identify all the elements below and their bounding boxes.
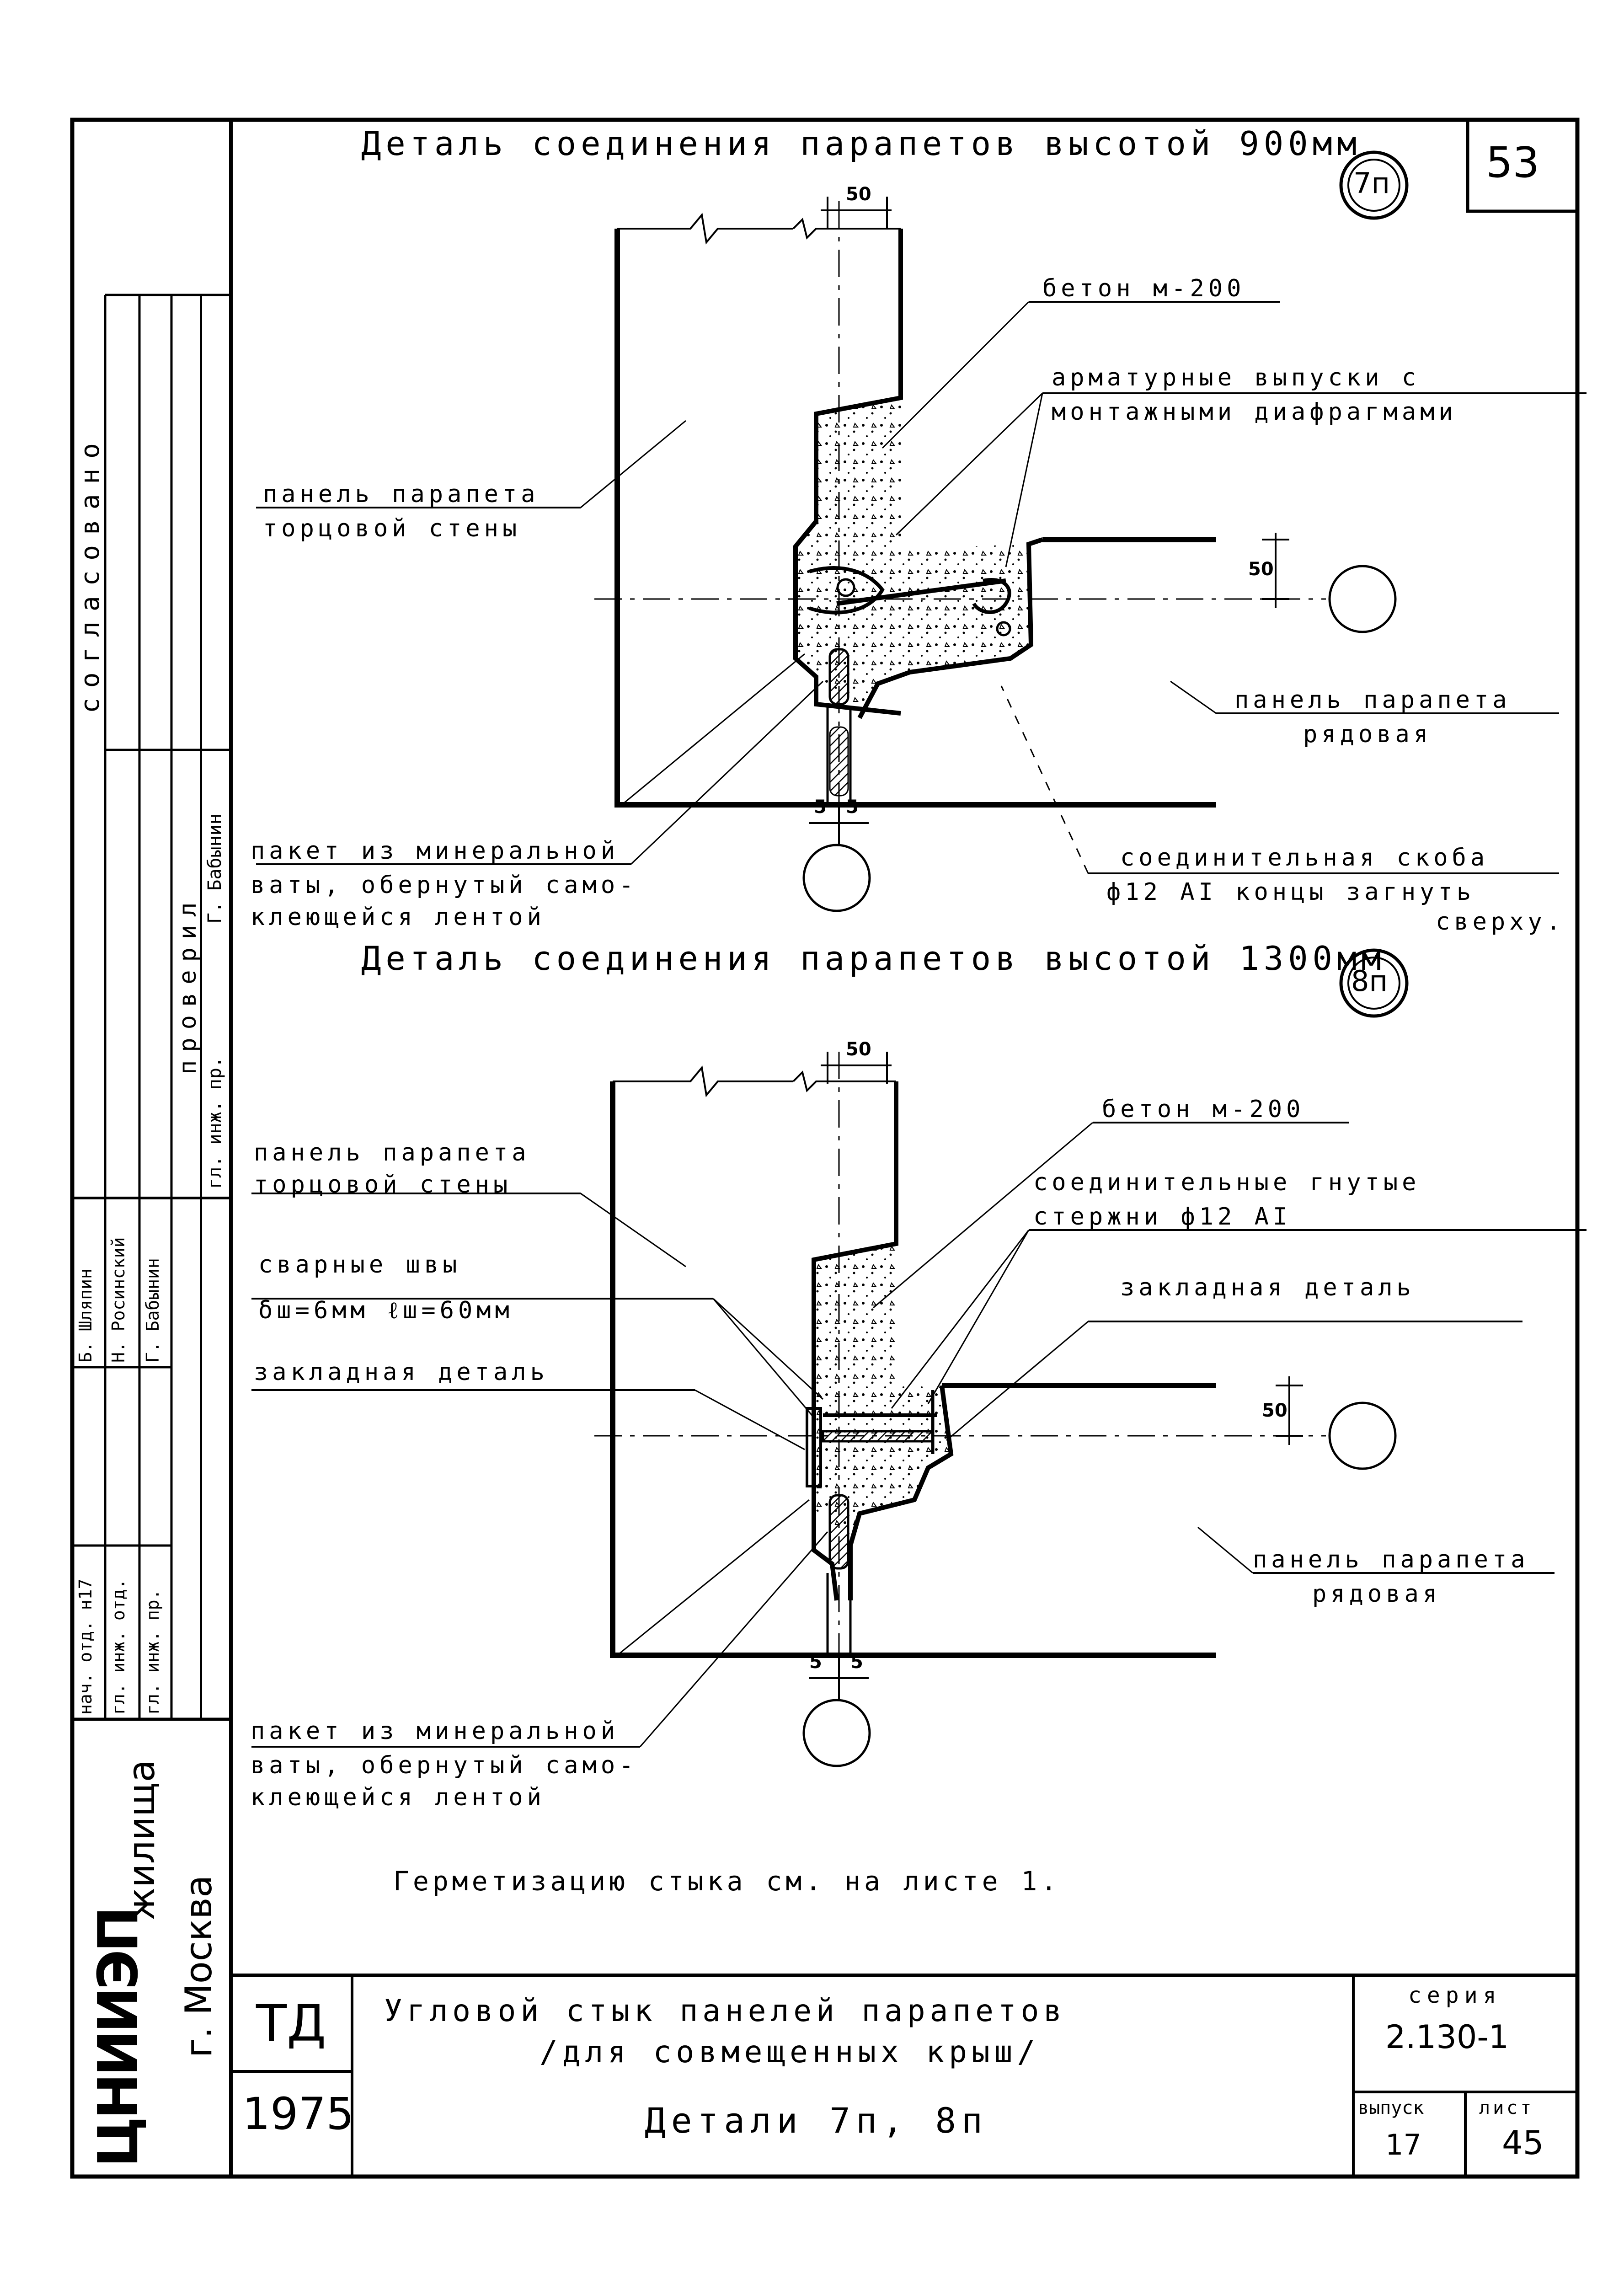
series-value: 2.130-1 bbox=[1385, 2018, 1509, 2056]
detail-8p-marker: 8п bbox=[1351, 964, 1388, 998]
title-line-3: Детали 7п, 8п bbox=[645, 2100, 988, 2141]
label-row-panel-7p-1: панель парапета bbox=[1234, 686, 1511, 714]
detail-8p-dim-width: 50 bbox=[846, 1039, 871, 1060]
stamp-checked-name: Г. Бабынин bbox=[204, 813, 225, 924]
note-sealing: Герметизацию стыка см. на листе 1. bbox=[393, 1866, 1061, 1897]
stamp-name-1: Б. Шляпин bbox=[75, 1268, 96, 1363]
title-line-2: /для совмещенных крыш/ bbox=[540, 2034, 1040, 2070]
label-welds-8p-1: сварные швы bbox=[258, 1251, 461, 1278]
label-rods-8p-2: стержни ф12 AI bbox=[1033, 1203, 1292, 1230]
label-wool-7p-2: ваты, обернутый само- bbox=[251, 872, 638, 899]
label-rods-8p-1: соединительные гнутые bbox=[1033, 1169, 1421, 1196]
label-row-panel-8p-2: рядовая bbox=[1312, 1580, 1442, 1608]
label-wool-7p-3: клеющейся лентой bbox=[251, 904, 545, 931]
detail-7p-dim-gap-right: 5 bbox=[846, 797, 859, 818]
label-end-panel-7p-2: торцовой стены bbox=[263, 515, 521, 542]
detail-7p-dim-gap-left: 5 bbox=[814, 797, 827, 818]
label-concrete-7p: бетон м-200 bbox=[1042, 275, 1245, 302]
detail-7p-dim-width: 50 bbox=[846, 184, 871, 205]
org-subject: жилища bbox=[120, 1760, 163, 1920]
label-embedded-8p-left: закладная деталь bbox=[254, 1359, 549, 1386]
label-end-panel-7p-1: панель парапета bbox=[263, 481, 540, 508]
label-wool-8p-3: клеющейся лентой bbox=[251, 1784, 545, 1811]
label-row-panel-8p-1: панель парапета bbox=[1253, 1546, 1529, 1573]
stamp-name-3: Г. Бабынин bbox=[143, 1258, 163, 1363]
label-end-panel-8p-2: торцовой стены bbox=[254, 1171, 512, 1198]
doc-code: ТД bbox=[256, 1994, 326, 2053]
label-rebar-7p-2: монтажными диафрагмами bbox=[1052, 398, 1457, 426]
label-rebar-7p-1: арматурные выпуски с bbox=[1052, 364, 1421, 391]
stamp-role-2: гл. инж. отд. bbox=[108, 1578, 128, 1715]
series-label: серия bbox=[1408, 1983, 1502, 2008]
title-line-1: Угловой стык панелей парапетов bbox=[384, 1993, 1067, 2028]
label-wool-7p-1: пакет из минеральной bbox=[251, 837, 620, 865]
issue-label: выпуск bbox=[1358, 2097, 1424, 2118]
stamp-agreed: согласовано bbox=[75, 433, 105, 713]
detail-8p-title: Деталь соединения парапетов высотой 1300… bbox=[361, 939, 1386, 978]
label-wool-8p-1: пакет из минеральной bbox=[251, 1717, 620, 1745]
sheet-frame bbox=[70, 118, 1580, 2179]
label-bracket-7p-3: сверху. bbox=[1436, 908, 1565, 936]
detail-7p-marker: 7п bbox=[1353, 166, 1390, 200]
sheet-value: 45 bbox=[1502, 2124, 1544, 2162]
detail-8p-dim-height: 50 bbox=[1262, 1400, 1287, 1421]
issue-value: 17 bbox=[1385, 2128, 1421, 2161]
sheet-label: лист bbox=[1479, 2097, 1534, 2118]
doc-year: 1975 bbox=[242, 2088, 354, 2140]
stamp-checked-role: гл. инж. пр. bbox=[204, 1057, 225, 1189]
detail-7p-drawing bbox=[256, 150, 1587, 912]
label-bracket-7p-1: соединительная скоба bbox=[1120, 844, 1489, 872]
label-concrete-8p: бетон м-200 bbox=[1102, 1096, 1305, 1123]
detail-8p-dim-gap-right: 5 bbox=[850, 1652, 863, 1673]
org-city: г. Москва bbox=[177, 1875, 220, 2058]
stamp-name-2: Н. Росинский bbox=[108, 1237, 128, 1363]
org-name: ЦНИИЭП bbox=[87, 1909, 150, 2167]
stamp-role-1: нач. отд. н17 bbox=[75, 1578, 96, 1715]
label-end-panel-8p-1: панель парапета bbox=[254, 1139, 530, 1166]
detail-7p-dim-height: 50 bbox=[1248, 559, 1274, 580]
label-row-panel-7p-2: рядовая bbox=[1303, 721, 1432, 748]
sheet-number: 53 bbox=[1486, 138, 1540, 187]
detail-8p-drawing bbox=[251, 948, 1587, 1767]
stamp-role-3: гл. инж. пр. bbox=[143, 1589, 163, 1715]
detail-7p-title: Деталь соединения парапетов высотой 900м… bbox=[361, 124, 1362, 163]
label-wool-8p-2: ваты, обернутый само- bbox=[251, 1752, 638, 1779]
label-embedded-8p-right: закладная деталь bbox=[1120, 1274, 1415, 1301]
label-bracket-7p-2: ф12 AI концы загнуть bbox=[1106, 878, 1475, 906]
stamp-checked: проверил bbox=[174, 894, 202, 1075]
label-welds-8p-2: δш=6мм ℓш=60мм bbox=[258, 1297, 513, 1324]
detail-8p-dim-gap-left: 5 bbox=[809, 1652, 822, 1673]
